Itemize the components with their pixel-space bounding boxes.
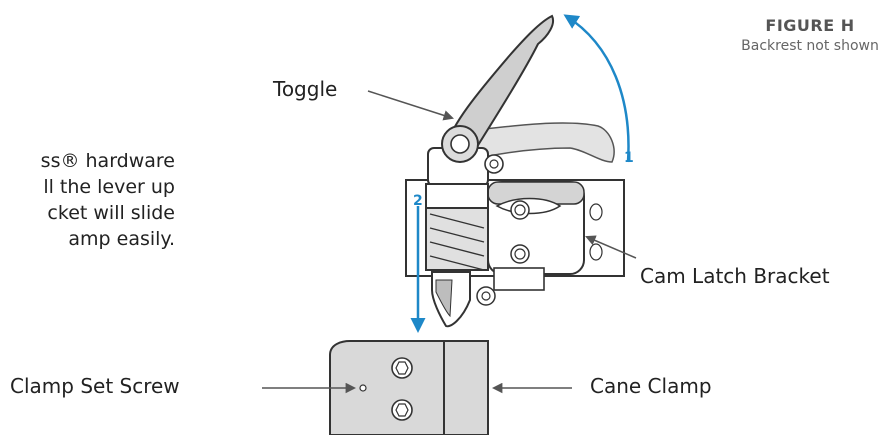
toggle-lever xyxy=(441,14,554,163)
step-2-number: 2 xyxy=(413,193,423,209)
figure-title: FIGURE H xyxy=(765,16,855,35)
leader-lines xyxy=(262,90,637,394)
toggle-label: Toggle xyxy=(273,77,338,101)
cam-latch-bracket-label: Cam Latch Bracket xyxy=(640,264,830,288)
step-1-number: 1 xyxy=(624,150,634,166)
cam-shaft xyxy=(425,183,545,328)
cam-latch-bracket xyxy=(487,181,585,275)
cane-clamp-label: Cane Clamp xyxy=(590,374,712,398)
instruction-line: ss® hardware xyxy=(40,150,175,172)
clamp-set-screw-label: Clamp Set Screw xyxy=(10,374,180,398)
toggle-ghost-position xyxy=(453,122,615,163)
instruction-line: amp easily. xyxy=(68,228,175,250)
cane-clamp xyxy=(329,340,489,435)
instruction-text: ss® hardware ll the lever up cket will s… xyxy=(0,148,190,252)
instruction-line: cket will slide xyxy=(47,202,175,224)
motion-arrows xyxy=(410,14,630,333)
instruction-line: ll the lever up xyxy=(43,176,175,198)
figure-subtitle: Backrest not shown xyxy=(741,38,879,54)
